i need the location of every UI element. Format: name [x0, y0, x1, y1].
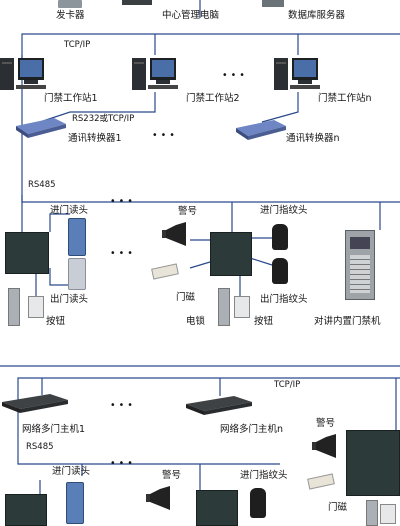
- alarm-b-label: 警号: [162, 470, 182, 481]
- entry-fingerprint-a-icon: [272, 224, 288, 250]
- entry-reader-b-icon: [66, 482, 84, 524]
- alarm-c-icon: [312, 434, 336, 458]
- door-controller-b-icon: [210, 232, 252, 276]
- entry-reader-a-icon: [68, 218, 86, 256]
- ellipsis-a2: • • •: [110, 248, 133, 259]
- button-c-icon: [380, 504, 396, 524]
- lock-c-icon: [366, 500, 378, 526]
- alarm-c-label: 警号: [316, 418, 336, 429]
- workstation-1-icon: [0, 58, 46, 90]
- entry-fingerprint-b-icon: [250, 488, 266, 518]
- central-pc-label: 中心管理电脑: [162, 10, 220, 21]
- alarm-a-icon: [162, 222, 186, 246]
- ws2-label: 门禁工作站2: [186, 93, 240, 104]
- door-controller-e-icon: [196, 490, 238, 526]
- net-host-1-label: 网络多门主机1: [22, 424, 86, 435]
- server-icon: [262, 0, 284, 7]
- rs485-b-label: RS485: [26, 442, 54, 452]
- central-pc-icon: [122, 0, 152, 5]
- alarm-a-label: 警号: [178, 206, 198, 217]
- ellipsis-conv: • • •: [152, 130, 175, 141]
- converter-1-icon: [16, 118, 66, 138]
- net-host-1-icon: [2, 394, 68, 413]
- elock-a-label: 电锁: [186, 316, 206, 327]
- entry-finger-b-label: 进门指纹头: [240, 470, 288, 481]
- exit-reader-a-label: 出门读头: [50, 294, 89, 305]
- wsn-label: 门禁工作站n: [318, 93, 372, 104]
- lock-a-icon: [8, 288, 20, 326]
- exit-finger-a-label: 出门指纹头: [260, 294, 308, 305]
- entry-finger-a-label: 进门指纹头: [260, 205, 308, 216]
- ellipsis-b1: • • •: [110, 458, 133, 469]
- workstation-2-icon: [132, 58, 178, 90]
- ellipsis-a1: • • •: [110, 196, 133, 207]
- card-issuer-label: 发卡器: [56, 10, 85, 21]
- card-issuer-icon: [58, 0, 82, 8]
- ws1-label: 门禁工作站1: [44, 93, 98, 104]
- door-sensor-b-label: 门磁: [328, 502, 348, 513]
- rs232-label: RS232或TCP/IP: [72, 114, 135, 124]
- workstation-n-icon: [274, 58, 320, 90]
- tcpip-bottom-label: TCP/IP: [274, 380, 301, 390]
- entry-reader-a-label: 进门读头: [50, 205, 89, 216]
- button-a-icon: [28, 296, 44, 318]
- alarm-b-icon: [146, 486, 170, 510]
- door-sensor-a-label: 门磁: [176, 292, 196, 303]
- door-controller-c-icon: [346, 430, 400, 496]
- conv1-label: 通讯转换器1: [68, 133, 122, 144]
- lock-b-icon: [218, 288, 230, 326]
- door-controller-a-icon: [5, 232, 49, 274]
- tcpip-top-label: TCP/IP: [64, 40, 91, 50]
- intercom-label: 对讲内置门禁机: [314, 316, 381, 327]
- rs485-a-label: RS485: [28, 180, 56, 190]
- button-b-icon: [234, 296, 250, 318]
- converter-n-icon: [236, 120, 286, 140]
- net-host-n-icon: [186, 396, 252, 415]
- ellipsis-hosts: • • •: [110, 400, 133, 411]
- door-controller-d-icon: [5, 494, 47, 526]
- ellipsis-ws: • • •: [222, 70, 245, 81]
- convn-label: 通讯转换器n: [286, 133, 340, 144]
- net-host-n-label: 网络多门主机n: [220, 424, 284, 435]
- button-a-label: 按钮: [46, 316, 66, 327]
- db-server-label: 数据库服务器: [288, 10, 346, 21]
- exit-reader-a-icon: [68, 258, 86, 290]
- intercom-panel-icon: [345, 230, 375, 300]
- exit-fingerprint-a-icon: [272, 258, 288, 284]
- button-b-label: 按钮: [254, 316, 274, 327]
- entry-reader-b-label: 进门读头: [52, 466, 91, 477]
